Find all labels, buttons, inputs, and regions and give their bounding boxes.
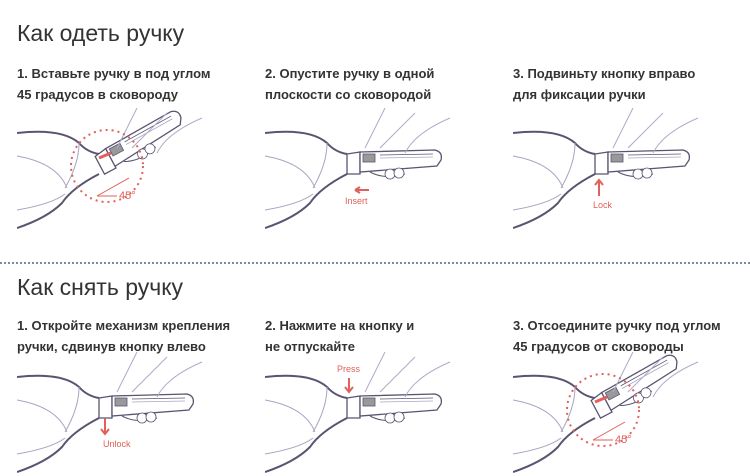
detachable-handle [94,110,182,175]
illustration-detach-step-1: Unlock [17,352,203,473]
frying-pan [513,130,596,229]
section-title-detach: Как снять ручку [17,274,184,300]
hand [612,108,699,154]
focus-circle [566,373,640,447]
frying-pan [17,130,100,229]
detachable-handle [98,393,195,424]
insert-label: Insert [345,196,368,206]
detachable-handle [346,149,443,180]
section-title-attach: Как одеть ручку [17,20,185,46]
hand [364,108,451,154]
arrow-down-icon [100,418,110,436]
illustration-attach-step-1: 45° [17,108,203,229]
frying-pan [265,374,348,473]
hand [364,352,451,398]
arrow-icon [594,395,608,404]
arrow-up-icon [594,178,604,196]
arrow-left-icon [354,186,369,194]
angle-mark [592,421,626,441]
angle-label: 45° [119,190,136,202]
press-label: Press [337,364,361,374]
frying-pan [265,130,348,229]
arrow-down-icon [344,378,354,394]
illustration-attach-step-3: Lock [513,108,699,229]
illustration-detach-step-3: 45° [513,352,699,473]
detachable-handle [346,393,443,424]
section-divider [0,262,750,264]
angle-mark [96,177,130,197]
illustration-attach-step-2: Insert [265,108,451,229]
frying-pan [513,374,596,473]
hand [116,352,203,398]
lock-label: Lock [593,200,613,210]
detachable-handle [590,354,678,419]
arrow-icon [98,151,112,160]
hand [612,352,699,398]
frying-pan [17,374,100,473]
hand [116,108,203,154]
illustration-detach-step-2: Press [265,352,451,473]
unlock-label: Unlock [103,439,131,449]
angle-label: 45° [615,434,632,446]
detachable-handle [594,149,691,180]
focus-circle [70,129,144,203]
